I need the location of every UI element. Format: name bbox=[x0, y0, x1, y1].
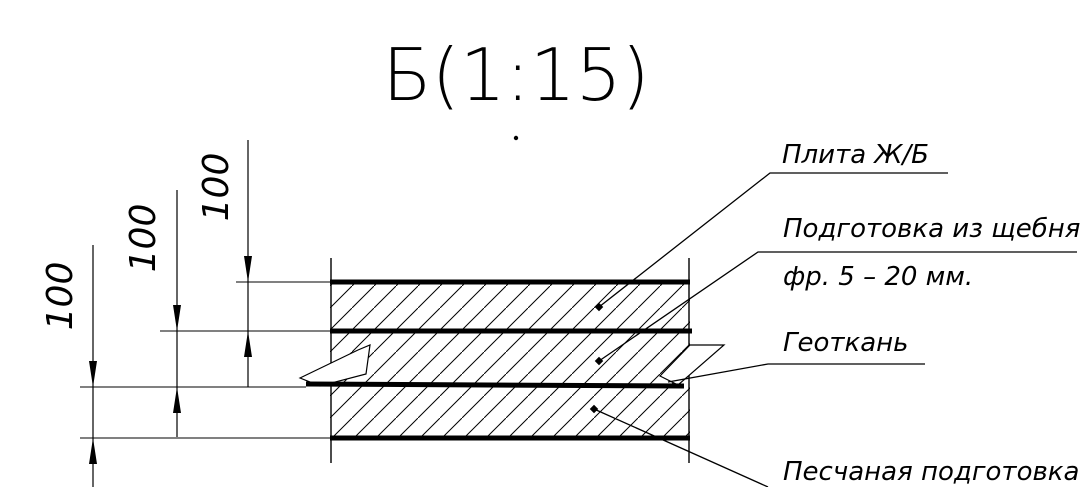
layer-hatching bbox=[330, 282, 690, 438]
dimension-text-3: 100 bbox=[196, 153, 237, 222]
gravel-leader-line bbox=[598, 251, 1077, 362]
title-dot bbox=[513, 135, 519, 141]
dimension-2 bbox=[173, 190, 181, 437]
label-gravel-fraction: фр. 5 – 20 мм. bbox=[783, 262, 973, 292]
dimension-1 bbox=[89, 245, 97, 487]
dimension-text-2: 100 bbox=[123, 204, 164, 273]
geotextile-leader-line bbox=[667, 363, 925, 383]
dimension-3 bbox=[244, 140, 252, 387]
label-gravel: Подготовка из щебня bbox=[783, 214, 1080, 244]
drawing-title: Б(1:15) bbox=[382, 33, 649, 117]
dimension-text-1: 100 bbox=[40, 262, 81, 331]
geotextile-line bbox=[305, 381, 685, 389]
label-sand: Песчаная подготовка bbox=[783, 457, 1079, 487]
slab-leader-line bbox=[598, 172, 948, 308]
label-slab: Плита Ж/Б bbox=[782, 140, 929, 170]
sand-leader-line bbox=[593, 408, 769, 487]
geotextile-right-wedge bbox=[658, 344, 726, 386]
label-geotextile: Геоткань bbox=[783, 328, 909, 358]
